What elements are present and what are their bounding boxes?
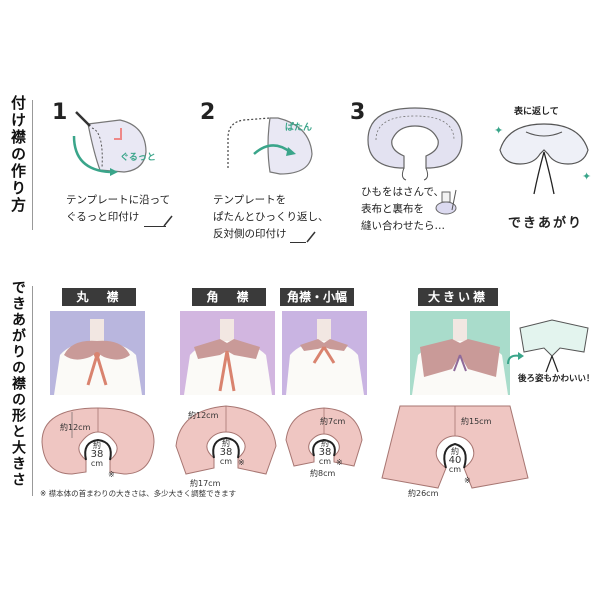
pencil-icon bbox=[306, 231, 316, 243]
footnote: ※ 襟本体の首まわりの大きさは、多少大きく調整できます bbox=[40, 489, 237, 498]
pattern-square-collar bbox=[175, 405, 277, 475]
square-narrow-neck-dim: 約 38 cm bbox=[318, 439, 332, 466]
square-narrow-mark: ※ bbox=[336, 458, 343, 467]
step1-number: 1 bbox=[52, 100, 68, 125]
step1-arrow-label: ぐるっと bbox=[120, 153, 156, 163]
finish-top-text: 表に返して bbox=[514, 107, 559, 117]
photo-square-narrow-collar bbox=[282, 311, 367, 395]
step1-underline bbox=[144, 226, 166, 227]
type-label-square-narrow: 角襟・小幅 bbox=[280, 288, 354, 306]
large-width-dim: 約15cm bbox=[461, 417, 492, 426]
step3-line3: 縫い合わせたら… bbox=[361, 220, 445, 232]
section2-title: できあがりの襟の形と大きさ bbox=[10, 280, 26, 488]
type-label-large: 大きい襟 bbox=[418, 288, 498, 306]
pattern-large-collar bbox=[381, 405, 529, 489]
step2-number: 2 bbox=[200, 100, 216, 125]
step1-illustration bbox=[72, 111, 147, 176]
photo-large-collar bbox=[410, 311, 510, 395]
finished-collar-illustration: ✦ ✦ bbox=[494, 123, 591, 195]
step1-text: テンプレートに沿って ぐるっと印付け bbox=[66, 192, 170, 226]
step3-number: 3 bbox=[350, 100, 366, 125]
section1-divider bbox=[32, 100, 33, 230]
large-mark: ※ bbox=[464, 476, 471, 485]
square-bottom-dim: 約17cm bbox=[190, 479, 221, 488]
square-narrow-bottom-dim: 約8cm bbox=[310, 469, 336, 478]
back-view-label: 後ろ姿もかわいい！ bbox=[518, 374, 595, 384]
step2-illustration bbox=[227, 117, 313, 175]
photo-square-collar bbox=[180, 311, 275, 395]
step2-arrow-label: ぱたん bbox=[285, 123, 313, 133]
square-neck-dim: 約 38 cm bbox=[219, 439, 233, 466]
large-neck-dim: 約 40 cm bbox=[448, 447, 462, 474]
step3-illustration bbox=[367, 107, 463, 181]
square-mark: ※ bbox=[238, 458, 245, 467]
back-view-illustration bbox=[519, 319, 589, 373]
step1-line2: ぐるっと印付け bbox=[66, 211, 140, 223]
step2-text: テンプレートを ぱたんとひっくり返し、 反対側の印付け bbox=[213, 192, 329, 243]
large-bottom-dim: 約26cm bbox=[408, 489, 439, 498]
section2-divider bbox=[32, 286, 33, 496]
finish-label: できあがり bbox=[508, 216, 584, 231]
type-label-square: 角 襟 bbox=[192, 288, 266, 306]
step2-line1: テンプレートを bbox=[213, 194, 287, 206]
curved-arrow-icon bbox=[507, 352, 524, 365]
svg-text:✦: ✦ bbox=[582, 170, 591, 183]
step1-line1: テンプレートに沿って bbox=[66, 194, 171, 206]
step3-line1: ひもをはさんで、 bbox=[361, 186, 445, 198]
sewing-kit-icon bbox=[435, 189, 457, 215]
svg-text:✦: ✦ bbox=[494, 124, 503, 137]
type-label-round: 丸 襟 bbox=[62, 288, 136, 306]
square-narrow-width-dim: 約7cm bbox=[320, 417, 346, 426]
step3-text: ひもをはさんで、 表布と裏布を 縫い合わせたら… bbox=[361, 184, 445, 235]
photo-round-collar bbox=[50, 311, 145, 395]
step3-line2: 表布と裏布を bbox=[361, 203, 424, 215]
round-mark: ※ bbox=[108, 470, 115, 479]
step2-line2: ぱたんとひっくり返し、 bbox=[213, 211, 329, 223]
pencil-icon bbox=[163, 215, 173, 227]
pattern-round-collar bbox=[41, 407, 155, 475]
round-width-dim: 約12cm bbox=[60, 423, 91, 432]
section1-title: 付け襟の作り方 bbox=[9, 95, 27, 214]
square-width-dim: 約12cm bbox=[188, 411, 219, 420]
pattern-square-narrow-collar bbox=[285, 407, 363, 467]
step2-line3: 反対側の印付け bbox=[213, 228, 287, 240]
round-neck-dim: 約 38 cm bbox=[90, 441, 104, 468]
step2-underline bbox=[290, 242, 306, 243]
